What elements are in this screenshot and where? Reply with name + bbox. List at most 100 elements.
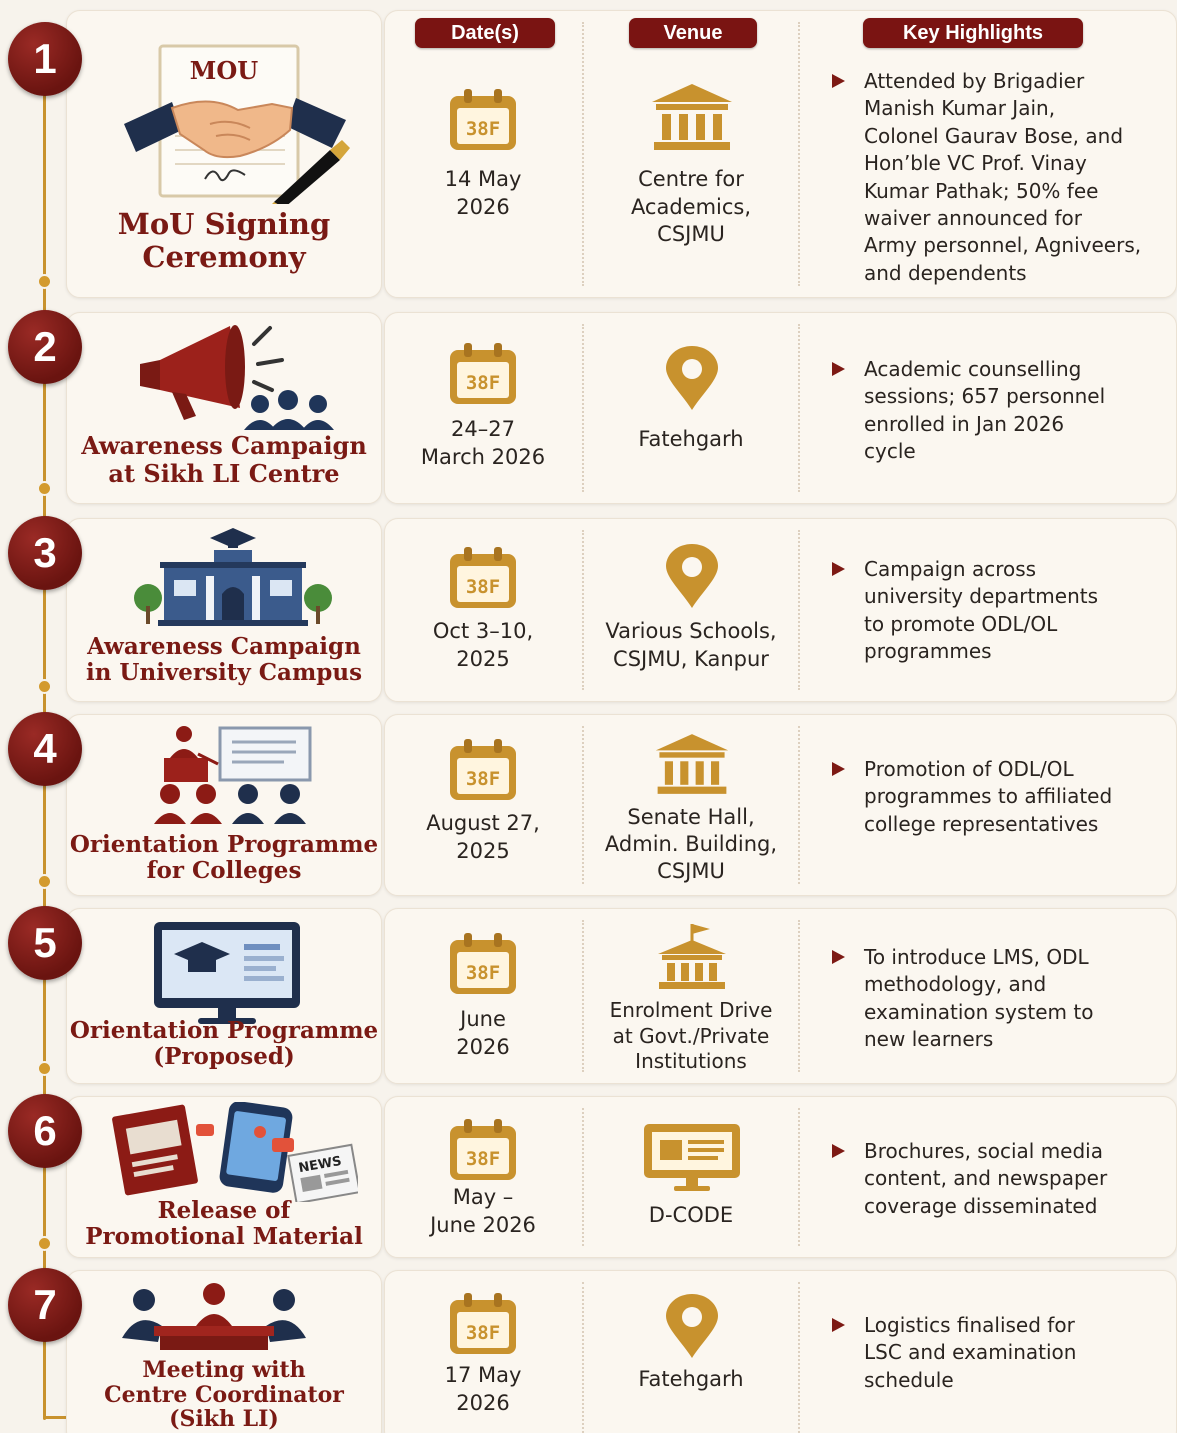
venue-text: Senate Hall, Admin. Building, CSJMU xyxy=(604,805,778,883)
svg-text:38F: 38F xyxy=(466,962,500,984)
building-icon xyxy=(655,734,729,794)
event-title-2: Awareness Campaign at Sikh LI Centre xyxy=(81,431,367,488)
presenter-podium-icon xyxy=(154,726,312,824)
venue-cell: Various Schools, CSJMU, Kanpur xyxy=(584,518,798,702)
event-row-2: Awareness Campaign at Sikh LI Centre 38F… xyxy=(66,312,1177,504)
header-venue: Venue xyxy=(629,18,757,48)
highlights-cell: To introduce LMS, ODL methodology, and e… xyxy=(800,908,1177,1084)
calendar-icon: 38F xyxy=(450,343,516,404)
highlight-item: Promotion of ODL/OL programmes to affili… xyxy=(830,756,1165,838)
highlights-cell: Academic counselling sessions; 657 perso… xyxy=(800,312,1177,504)
info-card xyxy=(384,714,1177,896)
date-text: August 27, 2025 xyxy=(426,811,540,863)
svg-text:38F: 38F xyxy=(466,768,500,790)
building-icon xyxy=(652,84,732,150)
mou-label: MOU xyxy=(189,56,259,85)
mou-handshake-icon xyxy=(124,44,350,204)
date-text: 14 May 2026 xyxy=(444,167,522,219)
highlights-cell: Logistics finalised for LSC and examinat… xyxy=(800,1270,1177,1433)
promotional-material-icon: NEWS xyxy=(112,1102,358,1202)
step-number-4: 4 xyxy=(8,712,82,786)
step-number-5: 5 xyxy=(8,906,82,980)
date-cell: 38F June 2026 xyxy=(384,908,582,1084)
svg-text:38F: 38F xyxy=(466,1322,500,1344)
event-title-7: Meeting with Centre Coordinator (Sikh LI… xyxy=(104,1357,344,1433)
info-card xyxy=(384,1270,1177,1433)
event-row-7: Meeting with Centre Coordinator (Sikh LI… xyxy=(66,1270,1177,1433)
venue-cell: D-CODE xyxy=(584,1096,798,1258)
event-row-1: MOU MoU Signing Ceremony 38F 14 May 2026 xyxy=(66,10,1177,298)
step-number-7: 7 xyxy=(8,1268,82,1342)
venue-text: D-CODE xyxy=(648,1203,734,1227)
timeline-end xyxy=(43,1416,67,1419)
calendar-icon: 38F xyxy=(450,1293,516,1354)
meeting-table-icon xyxy=(122,1283,306,1350)
event-row-5: Orientation Programme (Proposed) 38F Jun… xyxy=(66,908,1177,1084)
header-date: Date(s) xyxy=(415,18,555,48)
info-card xyxy=(384,518,1177,702)
date-cell: 38F 14 May 2026 xyxy=(384,10,582,298)
info-card xyxy=(384,908,1177,1084)
header-highlights: Key Highlights xyxy=(863,18,1083,48)
event-title-6: Release of Promotional Material xyxy=(85,1197,363,1251)
university-building-icon xyxy=(134,528,332,626)
venue-text: Fatehgarh xyxy=(638,1367,744,1391)
step-number-3: 3 xyxy=(8,516,82,590)
svg-text:38F: 38F xyxy=(466,1148,500,1170)
date-cell: 38F August 27, 2025 xyxy=(384,714,582,896)
calendar-icon: 38F xyxy=(450,739,516,800)
highlights-cell: Promotion of ODL/OL programmes to affili… xyxy=(800,714,1177,896)
location-pin-icon xyxy=(666,346,718,410)
venue-text: Centre for Academics, CSJMU xyxy=(630,167,752,247)
venue-cell: Fatehgarh xyxy=(584,312,798,504)
location-pin-icon xyxy=(666,544,718,608)
news-label: NEWS xyxy=(297,1154,342,1176)
highlights-cell: Campaign across university departments t… xyxy=(800,518,1177,702)
highlight-item: Academic counselling sessions; 657 perso… xyxy=(830,356,1165,466)
date-text: June 2026 xyxy=(456,1007,510,1059)
calendar-icon: 38F xyxy=(450,1119,516,1180)
date-cell: 38F 24–27 March 2026 xyxy=(384,312,582,504)
venue-text: Various Schools, CSJMU, Kanpur xyxy=(605,619,777,671)
calendar-icon: 38F xyxy=(450,547,516,608)
date-cell: 38F May – June 2026 xyxy=(384,1096,582,1258)
event-title-5: Orientation Programme (Proposed) xyxy=(69,1017,379,1071)
date-text: May – June 2026 xyxy=(430,1185,536,1237)
calendar-icon: 38F xyxy=(450,89,516,150)
highlight-item: Brochures, social media content, and new… xyxy=(830,1138,1165,1220)
timeline-dot xyxy=(37,1061,52,1076)
date-cell: 38F Oct 3–10, 2025 xyxy=(384,518,582,702)
event-row-3: Awareness Campaign in University Campus … xyxy=(66,518,1177,702)
location-pin-icon xyxy=(666,1294,718,1358)
step-number-1: 1 xyxy=(8,22,82,96)
timeline-dot xyxy=(37,1236,52,1251)
highlight-item: Logistics finalised for LSC and examinat… xyxy=(830,1312,1165,1394)
venue-text: Enrolment Drive at Govt./Private Institu… xyxy=(609,998,773,1074)
event-title-4: Orientation Programme for Colleges xyxy=(69,831,379,885)
date-text: 24–27 March 2026 xyxy=(420,417,546,469)
svg-text:38F: 38F xyxy=(466,576,500,598)
highlight-item: To introduce LMS, ODL methodology, and e… xyxy=(830,944,1165,1054)
event-row-4: Orientation Programme for Colleges 38F A… xyxy=(66,714,1177,896)
computer-graduation-icon xyxy=(154,922,300,1024)
date-text: Oct 3–10, 2025 xyxy=(432,619,534,671)
info-card xyxy=(384,10,1177,298)
date-text: 17 May 2026 xyxy=(444,1363,522,1415)
megaphone-audience-icon xyxy=(140,325,334,430)
highlights-cell: Attended by Brigadier Manish Kumar Jain,… xyxy=(800,10,1177,298)
highlight-item: Campaign across university departments t… xyxy=(830,556,1165,666)
venue-cell: Senate Hall, Admin. Building, CSJMU xyxy=(584,714,798,896)
venue-cell: Centre for Academics, CSJMU xyxy=(584,10,798,298)
svg-text:38F: 38F xyxy=(466,372,500,394)
timeline-dot xyxy=(37,481,52,496)
venue-cell: Fatehgarh xyxy=(584,1270,798,1433)
event-row-6: NEWS Release of Promotional Material 38F… xyxy=(66,1096,1177,1258)
venue-cell: Enrolment Drive at Govt./Private Institu… xyxy=(584,908,798,1084)
flag-building-icon xyxy=(658,924,726,989)
monitor-icon xyxy=(644,1124,740,1191)
event-title-3: Awareness Campaign in University Campus xyxy=(85,633,363,687)
step-number-2: 2 xyxy=(8,310,82,384)
date-cell: 38F 17 May 2026 xyxy=(384,1270,582,1433)
timeline-dot xyxy=(37,679,52,694)
highlight-item: Attended by Brigadier Manish Kumar Jain,… xyxy=(830,68,1165,287)
